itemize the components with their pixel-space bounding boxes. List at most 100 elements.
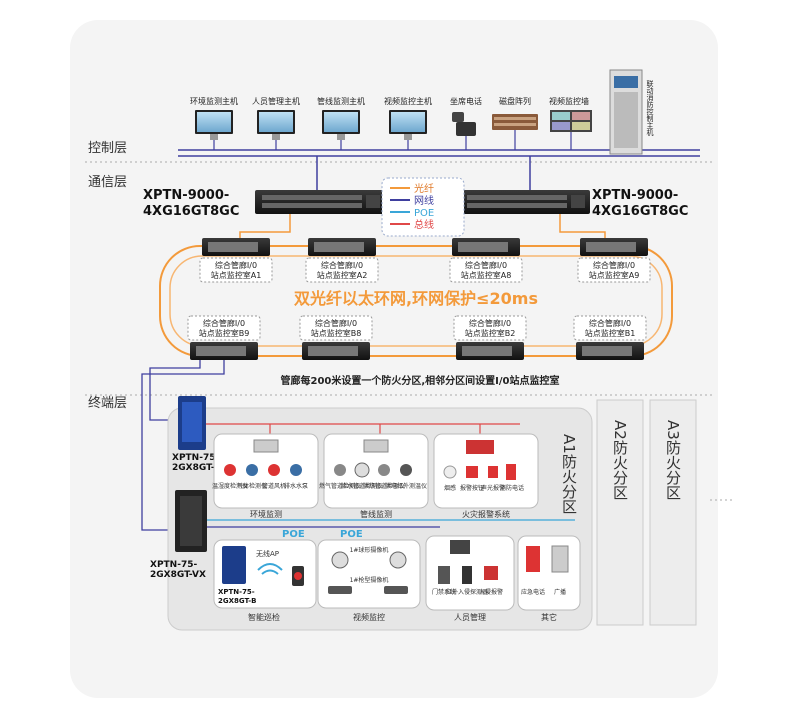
desk-phone[interactable]: 坐席电话 xyxy=(450,96,482,150)
host-label: 人员管理主机 xyxy=(252,96,300,106)
group-personnel[interactable]: 门禁系统 红外入侵探测器 入侵报警 xyxy=(425,535,515,611)
terminal-switch-b-model-line2: 2GX8GT-B xyxy=(172,463,222,473)
svg-text:综合管廊I/0: 综合管廊I/0 xyxy=(215,260,257,270)
svg-text:管道风机: 管道风机 xyxy=(262,482,286,490)
host-pipeline[interactable]: 管线监测主机 xyxy=(317,96,365,150)
svg-text:站点监控室B1: 站点监控室B1 xyxy=(585,328,636,338)
svg-text:综合管廊I/0: 综合管廊I/0 xyxy=(589,318,631,328)
svg-text:给水管道检测仪: 给水管道检测仪 xyxy=(341,482,383,490)
core-switch-left[interactable] xyxy=(255,190,385,214)
wifi-icon xyxy=(257,563,283,571)
layer-label-comm: 通信层 xyxy=(88,175,127,190)
svg-text:站点监控室B9: 站点监控室B9 xyxy=(199,328,250,338)
video-wall[interactable]: 视频监控墙 xyxy=(549,96,592,150)
ring-inner xyxy=(169,255,663,347)
terminal-switch-vx-model-line2: 2GX8GT-VX xyxy=(150,570,206,580)
gas-detector-icon xyxy=(246,464,258,476)
svg-text:站点监控室B2: 站点监控室B2 xyxy=(465,328,516,338)
svg-text:报警按钮: 报警按钮 xyxy=(460,484,484,492)
svg-text:综合管廊I/0: 综合管廊I/0 xyxy=(203,318,245,328)
host-label: 磁盘阵列 xyxy=(499,96,531,106)
group-video-title: 视频监控 xyxy=(353,612,385,622)
group-other-title: 其它 xyxy=(541,612,557,622)
zone-a1-label: A1防火分区 xyxy=(560,434,578,514)
svg-text:站点监控室A8: 站点监控室A8 xyxy=(461,270,512,280)
svg-text:气体检测仪: 气体检测仪 xyxy=(237,482,267,490)
host-label: 环境监测主机 xyxy=(190,96,238,106)
env-controller-icon xyxy=(253,439,279,453)
host-personnel[interactable]: 人员管理主机 xyxy=(252,96,300,150)
host-label: 联动消防控制主机 xyxy=(646,79,654,137)
smoke-detector-icon xyxy=(443,465,457,479)
ir-detector-icon xyxy=(462,566,472,584)
fan-icon xyxy=(268,464,280,476)
station-top-a2[interactable]: 综合管廊I/0 站点监控室A2 xyxy=(305,238,379,283)
svg-text:XPTN-75-: XPTN-75- xyxy=(218,588,255,596)
station-bottom-b8[interactable]: 综合管廊I/0 站点监控室B8 xyxy=(299,315,373,360)
station-top-a1[interactable]: 综合管廊I/0 站点监控室A1 xyxy=(199,238,273,283)
fire-panel-icon xyxy=(466,440,494,454)
svg-text:红外入侵探测器: 红外入侵探测器 xyxy=(446,588,488,596)
station-top-a9[interactable]: 综合管廊I/0 站点监控室A9 xyxy=(577,238,651,283)
ring-outer xyxy=(159,245,673,357)
group-video[interactable]: 1#球形摄像机 1#枪型摄像机 xyxy=(317,539,421,609)
group-env[interactable]: 温湿度检测仪 气体检测仪 管道风机 排水水泵 xyxy=(212,433,319,509)
svg-text:供电红外测温仪: 供电红外测温仪 xyxy=(385,482,427,490)
strobe-icon xyxy=(488,466,498,478)
terminal-switch-b[interactable] xyxy=(178,396,206,450)
group-fire[interactable]: 烟感 报警按钮 声光报警 消防电话 xyxy=(433,433,539,509)
svg-text:入侵报警: 入侵报警 xyxy=(479,588,503,596)
pump-icon xyxy=(290,464,302,476)
thermometer-icon xyxy=(224,464,236,476)
legend-label-bus: 总线 xyxy=(414,218,434,231)
svg-text:站点监控室A2: 站点监控室A2 xyxy=(317,270,368,280)
zone-a2-panel xyxy=(596,399,644,626)
terminal-layer: A1防火分区 A2防火分区 A3防火分区 XPTN-75- 2GX8GT-B X… xyxy=(150,396,735,631)
terminal-switch-vx[interactable] xyxy=(175,490,207,552)
terminal-switch-vx-model-line1: XPTN-75- xyxy=(150,560,197,570)
station-top-a8[interactable]: 综合管廊I/0 站点监控室A8 xyxy=(449,238,523,283)
dome-camera-icon xyxy=(389,551,407,569)
station-bottom-b1[interactable]: 综合管廊I/0 站点监控室B1 xyxy=(573,315,647,360)
host-env[interactable]: 环境监测主机 xyxy=(190,96,238,150)
access-control-icon xyxy=(438,566,450,584)
pipe-controller-icon xyxy=(363,439,389,453)
disk-array-icon xyxy=(492,114,538,130)
core-switch-right-model-line1: XPTN-9000- xyxy=(592,188,678,203)
patrol-switch-icon xyxy=(222,546,246,584)
svg-text:综合管廊I/0: 综合管廊I/0 xyxy=(315,318,357,328)
speaker-icon xyxy=(551,545,569,573)
group-personnel-title: 人员管理 xyxy=(454,612,486,622)
station-bottom-b2[interactable]: 综合管廊I/0 站点监控室B2 xyxy=(453,315,527,360)
terminal-switch-b-model-line1: XPTN-75- xyxy=(172,453,219,463)
group-other[interactable]: 应急电话 广播 xyxy=(517,535,581,611)
dome-camera-icon xyxy=(331,551,349,569)
gauge-icon xyxy=(354,462,370,478)
svg-text:消防电话: 消防电话 xyxy=(500,484,524,492)
group-patrol[interactable]: 无线AP XPTN-75- 2GX8GT-B xyxy=(213,539,317,609)
core-switch-left-model-line1: XPTN-9000- xyxy=(143,188,229,203)
core-switch-right[interactable] xyxy=(460,190,590,214)
group-pipe[interactable]: 燃气管道检测仪 给水管道检测仪 供热管道检测仪 供电红外测温仪 xyxy=(319,433,429,509)
svg-text:2GX8GT-B: 2GX8GT-B xyxy=(218,597,257,605)
disk-array[interactable]: 磁盘阵列 xyxy=(492,96,538,150)
svg-text:综合管廊I/0: 综合管廊I/0 xyxy=(465,260,507,270)
svg-text:站点监控室B8: 站点监控室B8 xyxy=(311,328,362,338)
svg-text:1#枪型摄像机: 1#枪型摄像机 xyxy=(350,576,389,584)
svg-text:燃气管道检测仪: 燃气管道检测仪 xyxy=(319,482,361,490)
fire-control-cabinet[interactable]: 联动消防控制主机 xyxy=(609,69,654,155)
svg-text:排水水泵: 排水水泵 xyxy=(284,482,308,490)
bullet-camera-icon xyxy=(328,586,352,594)
host-video[interactable]: 视频监控主机 xyxy=(384,96,432,150)
host-label: 视频监控墙 xyxy=(549,96,589,106)
fire-phone-icon xyxy=(506,464,516,480)
alarm-button-icon xyxy=(466,466,478,478)
control-layer: 环境监测主机 人员管理主机 管线监测主机 视频监控主机 坐席电 xyxy=(178,69,700,202)
svg-text:1#球形摄像机: 1#球形摄像机 xyxy=(350,546,389,554)
core-switch-left-model-line2: 4XG16GT8GC xyxy=(143,204,239,219)
zone-a2-label: A2防火分区 xyxy=(611,420,629,500)
station-bottom-b9[interactable]: 综合管廊I/0 站点监控室B9 xyxy=(187,315,261,360)
zone-a3-panel xyxy=(649,399,697,626)
host-label: 视频监控主机 xyxy=(384,96,432,106)
layer-label-control: 控制层 xyxy=(88,141,127,156)
